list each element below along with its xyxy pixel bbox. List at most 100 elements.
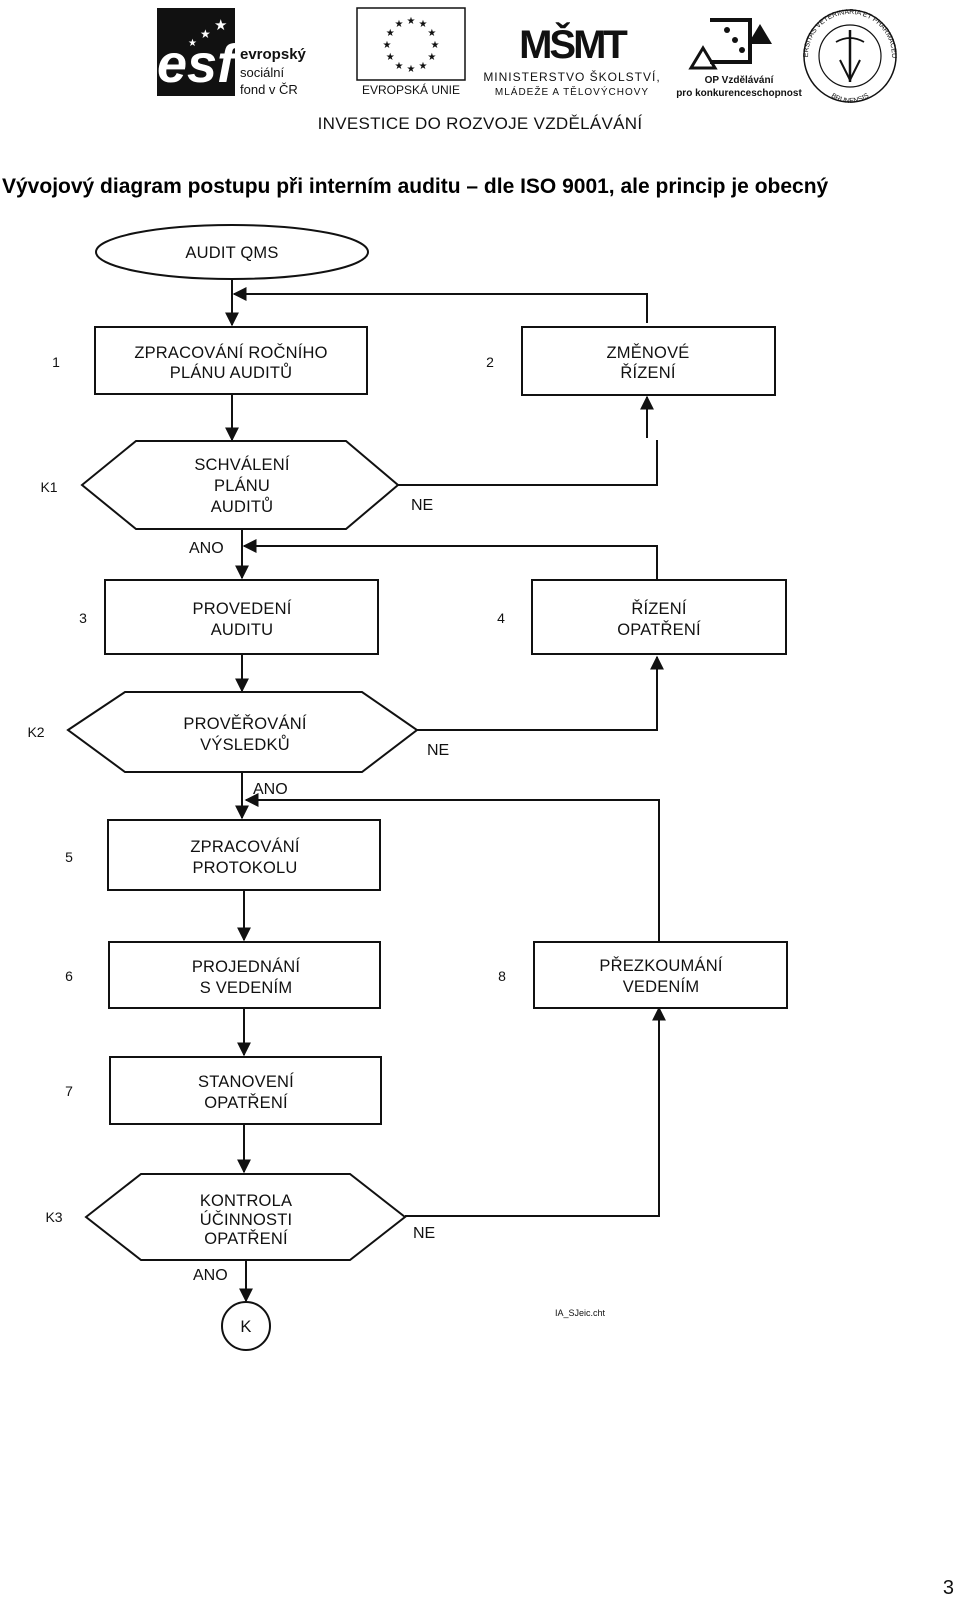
msmt-logo-line1: MINISTERSTVO ŠKOLSTVÍ, (483, 69, 660, 84)
msmt-logo-mark: MŠMT (519, 21, 627, 67)
decision-k2-line1: PROVĚŘOVÁNÍ (183, 714, 306, 733)
op-logo: OP Vzdělávání pro konkurenceschopnost (676, 18, 802, 99)
eu-star-icon: ★ (419, 19, 428, 30)
decision-k3-line2: ÚČINNOSTI (200, 1210, 293, 1229)
svg-text:★: ★ (200, 27, 211, 41)
box-6-line1: PROJEDNÁNÍ (192, 957, 301, 976)
box-8-line2: VEDENÍM (623, 977, 700, 996)
decision-k2: PROVĚŘOVÁNÍ VÝSLEDKŮ K2 (27, 691, 419, 773)
box-1-line2: PLÁNU AUDITŮ (170, 363, 293, 382)
start-node-label: AUDIT QMS (185, 244, 278, 262)
k1-no-label: NE (411, 497, 433, 514)
k1-yes-label: ANO (189, 540, 224, 557)
decision-k2-line2: VÝSLEDKŮ (200, 735, 290, 754)
box-2: ZMĚNOVÉ ŘÍZENÍ 2 (486, 326, 776, 396)
eu-star-icon: ★ (407, 64, 416, 75)
decision-k1: SCHVÁLENÍ PLÁNU AUDITŮ K1 (40, 440, 400, 530)
box-4-line1: ŘÍZENÍ (631, 599, 687, 618)
edge-k2-no (417, 655, 664, 731)
eu-star-icon: ★ (395, 19, 404, 30)
eu-star-icon: ★ (431, 40, 440, 51)
box-2-number: 2 (486, 354, 494, 370)
box-3-line1: PROVEDENÍ (193, 599, 292, 618)
eu-star-icon: ★ (427, 28, 436, 39)
box-6: PROJEDNÁNÍ S VEDENÍM 6 (65, 941, 381, 1009)
box-7: STANOVENÍ OPATŘENÍ 7 (65, 1056, 382, 1125)
k2-no-label: NE (427, 742, 449, 759)
box-4-number: 4 (497, 610, 505, 626)
page-title: Vývojový diagram postupu při interním au… (2, 175, 829, 198)
box-8-line1: PŘEZKOUMÁNÍ (599, 956, 722, 975)
edge-k1-no (398, 440, 658, 486)
box-8: PŘEZKOUMÁNÍ VEDENÍM 8 (498, 941, 788, 1009)
svg-text:esf: esf (157, 34, 240, 94)
box-5: ZPRACOVÁNÍ PROTOKOLU 5 (65, 819, 381, 891)
edge-8-to-5 (244, 793, 660, 941)
eu-star-icon: ★ (383, 40, 392, 51)
box-3: PROVEDENÍ AUDITU 3 (79, 579, 379, 655)
box-2-line2: ŘÍZENÍ (620, 363, 676, 382)
decision-k3-number: K3 (45, 1209, 62, 1225)
box-6-line2: S VEDENÍM (200, 978, 293, 997)
box-3-line2: AUDITU (211, 621, 274, 639)
decision-k3-line1: KONTROLA (200, 1192, 292, 1210)
op-logo-line2: pro konkurenceschopnost (676, 88, 802, 99)
edge-k3-no (405, 1006, 666, 1217)
decision-k1-number: K1 (40, 479, 57, 495)
k2-yes-label: ANO (253, 781, 288, 798)
msmt-logo: MŠMT MINISTERSTVO ŠKOLSTVÍ, MLÁDEŽE A TĚ… (483, 21, 660, 98)
k3-no-label: NE (413, 1225, 435, 1242)
box-7-line2: OPATŘENÍ (204, 1093, 288, 1112)
decision-k1-line2: PLÁNU (214, 476, 270, 495)
box-4: ŘÍZENÍ OPATŘENÍ 4 (497, 579, 787, 655)
flow-edges (225, 279, 666, 1303)
eu-logo: ★★★★★★★★★★★★ EVROPSKÁ UNIE (356, 7, 466, 97)
eu-star-icon: ★ (427, 52, 436, 63)
box-1: ZPRACOVÁNÍ ROČNÍHO PLÁNU AUDITŮ 1 (52, 326, 368, 395)
op-logo-line1: OP Vzdělávání (705, 75, 775, 86)
msmt-logo-line2: MLÁDEŽE A TĚLOVÝCHOVY (495, 85, 649, 98)
box-5-line1: ZPRACOVÁNÍ (190, 837, 299, 856)
end-node-label: K (240, 1318, 251, 1336)
box-7-number: 7 (65, 1083, 73, 1099)
start-node: AUDIT QMS (95, 224, 369, 280)
eu-star-icon: ★ (419, 61, 428, 72)
esf-logo: esf ★ ★ ★ evropský sociální fond v ČR (157, 8, 307, 97)
eu-stars-icon: ★★★★★★★★★★★★ (383, 16, 440, 75)
decision-k1-line3: AUDITŮ (211, 497, 274, 516)
eu-logo-label: EVROPSKÁ UNIE (362, 82, 460, 97)
box-8-number: 8 (498, 968, 506, 984)
vfu-seal-ring-bottom: BRUNENSIS (830, 92, 871, 105)
box-1-number: 1 (52, 354, 60, 370)
eu-star-icon: ★ (386, 52, 395, 63)
box-5-number: 5 (65, 849, 73, 865)
box-7-line1: STANOVENÍ (198, 1072, 294, 1091)
k3-yes-label: ANO (193, 1267, 228, 1284)
eu-star-icon: ★ (407, 16, 416, 27)
decision-k2-number: K2 (27, 724, 44, 740)
esf-logo-line3: fond v ČR (240, 82, 298, 97)
decision-k1-line1: SCHVÁLENÍ (194, 455, 290, 474)
esf-logo-line2: sociální (240, 65, 284, 80)
esf-logo-line1: evropský (240, 46, 307, 63)
decision-k3: KONTROLA ÚČINNOSTI OPATŘENÍ K3 (45, 1173, 407, 1261)
svg-text:★: ★ (214, 17, 227, 34)
eu-star-icon: ★ (395, 61, 404, 72)
edge-2-to-1 (232, 287, 648, 323)
eu-star-icon: ★ (386, 28, 395, 39)
tagline: INVESTICE DO ROZVOJE VZDĚLÁVÁNÍ (318, 114, 643, 133)
box-5-line2: PROTOKOLU (192, 859, 297, 877)
svg-text:★: ★ (188, 38, 197, 49)
svg-text:BRUNENSIS: BRUNENSIS (830, 92, 871, 105)
box-6-number: 6 (65, 968, 73, 984)
decision-k3-line3: OPATŘENÍ (204, 1229, 288, 1248)
edge-4-to-3 (242, 539, 658, 579)
page-number: 3 (943, 1577, 954, 1599)
file-tag: IA_SJeic.cht (555, 1308, 606, 1318)
box-1-line1: ZPRACOVÁNÍ ROČNÍHO (134, 343, 327, 362)
box-4-line2: OPATŘENÍ (617, 620, 701, 639)
box-3-number: 3 (79, 610, 87, 626)
end-node: K (221, 1301, 271, 1351)
box-2-line1: ZMĚNOVÉ (607, 343, 690, 362)
